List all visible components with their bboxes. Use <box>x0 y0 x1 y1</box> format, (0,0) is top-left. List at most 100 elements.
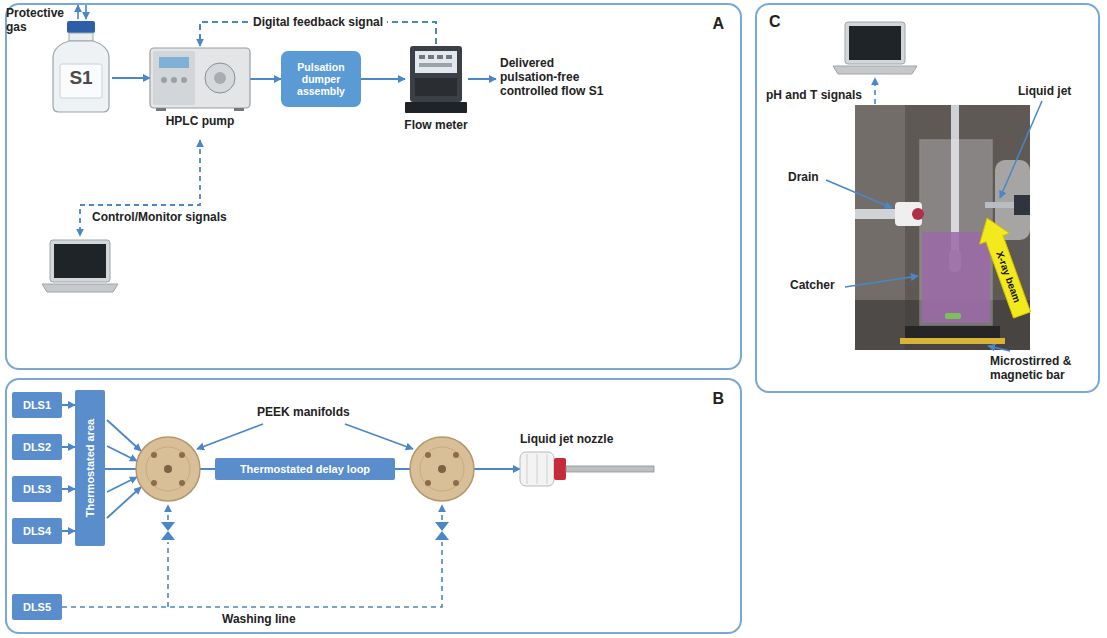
output-label: Delivered pulsation-free controlled flow… <box>500 56 610 98</box>
peek-manifold <box>136 437 200 501</box>
hplc-pump-picture <box>159 57 189 68</box>
flow-meter-picture <box>415 78 457 96</box>
edge-label: Digital feedback signal <box>249 15 387 29</box>
peek-manifold <box>179 480 185 486</box>
nozzle-picture <box>520 452 554 486</box>
protective-gas-arrows <box>77 5 79 19</box>
laptop-icon <box>845 22 905 64</box>
laptop-icon <box>833 22 917 74</box>
experiment-photo <box>980 218 1031 318</box>
box-text: DLS5 <box>20 601 54 614</box>
solution-box: DLS1 <box>12 392 62 418</box>
bottle-label: S1 <box>50 67 112 89</box>
hplc-pump-picture <box>150 48 250 111</box>
leader-line <box>197 424 263 449</box>
peek-manifold <box>410 437 474 501</box>
nozzle-picture <box>537 454 538 484</box>
flow-connector <box>250 78 281 80</box>
protective-gas-arrows <box>78 5 86 19</box>
experiment-photo <box>912 208 924 220</box>
box-text: DLS2 <box>20 441 54 454</box>
flow-meter-picture <box>405 102 467 113</box>
part-label: Catcher <box>790 278 835 292</box>
nozzle-picture <box>547 454 548 484</box>
box-text: DLS4 <box>20 525 54 538</box>
part-label: Drain <box>788 170 819 184</box>
nozzle-picture <box>520 452 654 486</box>
signal-label: Control/Monitor signals <box>92 210 227 224</box>
box-text: DLS3 <box>20 483 54 496</box>
valve-symbol <box>435 522 449 531</box>
nozzle-picture <box>566 466 654 472</box>
peek-manifold <box>179 452 185 458</box>
valve-symbol <box>161 531 175 540</box>
thermostat-band: Thermostated area <box>75 390 105 546</box>
valve-symbol <box>161 522 449 540</box>
box-text: Thermostated delay loop <box>237 463 373 476</box>
experiment-photo <box>905 326 1000 338</box>
flow-meter-picture <box>410 46 462 102</box>
hplc-pump-picture <box>150 48 250 108</box>
valve-symbol <box>161 522 175 531</box>
hplc-pump-picture <box>214 72 226 84</box>
experiment-photo <box>920 140 992 325</box>
leader-line <box>826 180 892 208</box>
solution-box: DLS5 <box>12 594 62 620</box>
experiment-photo <box>855 105 1030 350</box>
flow-connector <box>62 446 75 448</box>
flow-meter-picture <box>419 55 425 59</box>
flow-connector <box>62 404 75 406</box>
delay-loop-box: Thermostated delay loop <box>215 458 395 480</box>
laptop-icon <box>42 240 118 292</box>
flow-connector <box>112 77 150 79</box>
peek-manifold <box>410 437 474 501</box>
part-label: Microstirred & magnetic bar <box>990 354 1090 382</box>
washing-line <box>167 542 169 607</box>
leader-line <box>345 424 413 449</box>
hplc-pump-picture <box>156 108 166 111</box>
flow-connector <box>62 530 75 532</box>
washing-line <box>167 505 169 520</box>
solution-box: DLS4 <box>12 518 62 544</box>
jet-nozzle: Liquid jet nozzle <box>520 452 655 486</box>
panel-letter: B <box>712 390 724 408</box>
nozzle-picture <box>554 458 566 480</box>
panel-letter: A <box>712 15 724 33</box>
peek-manifold <box>453 480 459 486</box>
hplc-pump-picture <box>181 77 187 83</box>
flow-meter-picture <box>419 63 452 67</box>
leader-line <box>845 276 918 287</box>
flow-meter-picture <box>415 51 457 73</box>
hplc-pump-picture <box>161 77 167 83</box>
reagent-bottle-picture <box>53 21 109 112</box>
box-text: DLS1 <box>20 399 54 412</box>
process-box: Pulsation dumper assembly <box>281 51 361 107</box>
experiment-photo <box>945 313 961 319</box>
peek-manifold <box>453 452 459 458</box>
flow-meter-picture <box>437 55 443 59</box>
outlet-arrow <box>468 78 496 80</box>
panel-letter: C <box>769 13 781 31</box>
part-label: Liquid jet <box>1018 84 1071 98</box>
experiment-photo <box>1014 195 1030 215</box>
manifold-inlet-arrows <box>107 477 137 492</box>
hplc-pump-picture <box>234 108 244 111</box>
flow-meter-picture <box>405 46 467 113</box>
peek-manifold <box>151 452 157 458</box>
experiment-photo <box>855 105 1031 350</box>
leader-line <box>988 346 1010 351</box>
solution-box: DLS3 <box>12 476 62 502</box>
washing-line <box>62 542 442 607</box>
hplc-pump-picture <box>205 63 235 93</box>
manifold-inlet-arrows <box>107 487 141 518</box>
box-text: Pulsation dumper assembly <box>281 61 361 97</box>
flow-meter-picture <box>428 55 434 59</box>
laptop-icon <box>54 244 106 278</box>
washing-line <box>62 505 442 607</box>
leader-line <box>197 424 413 449</box>
hplc-pump: HPLC pump <box>150 46 250 110</box>
experiment-photo <box>922 232 990 323</box>
experiment-photo <box>900 338 1005 344</box>
leader-line <box>826 101 1042 351</box>
